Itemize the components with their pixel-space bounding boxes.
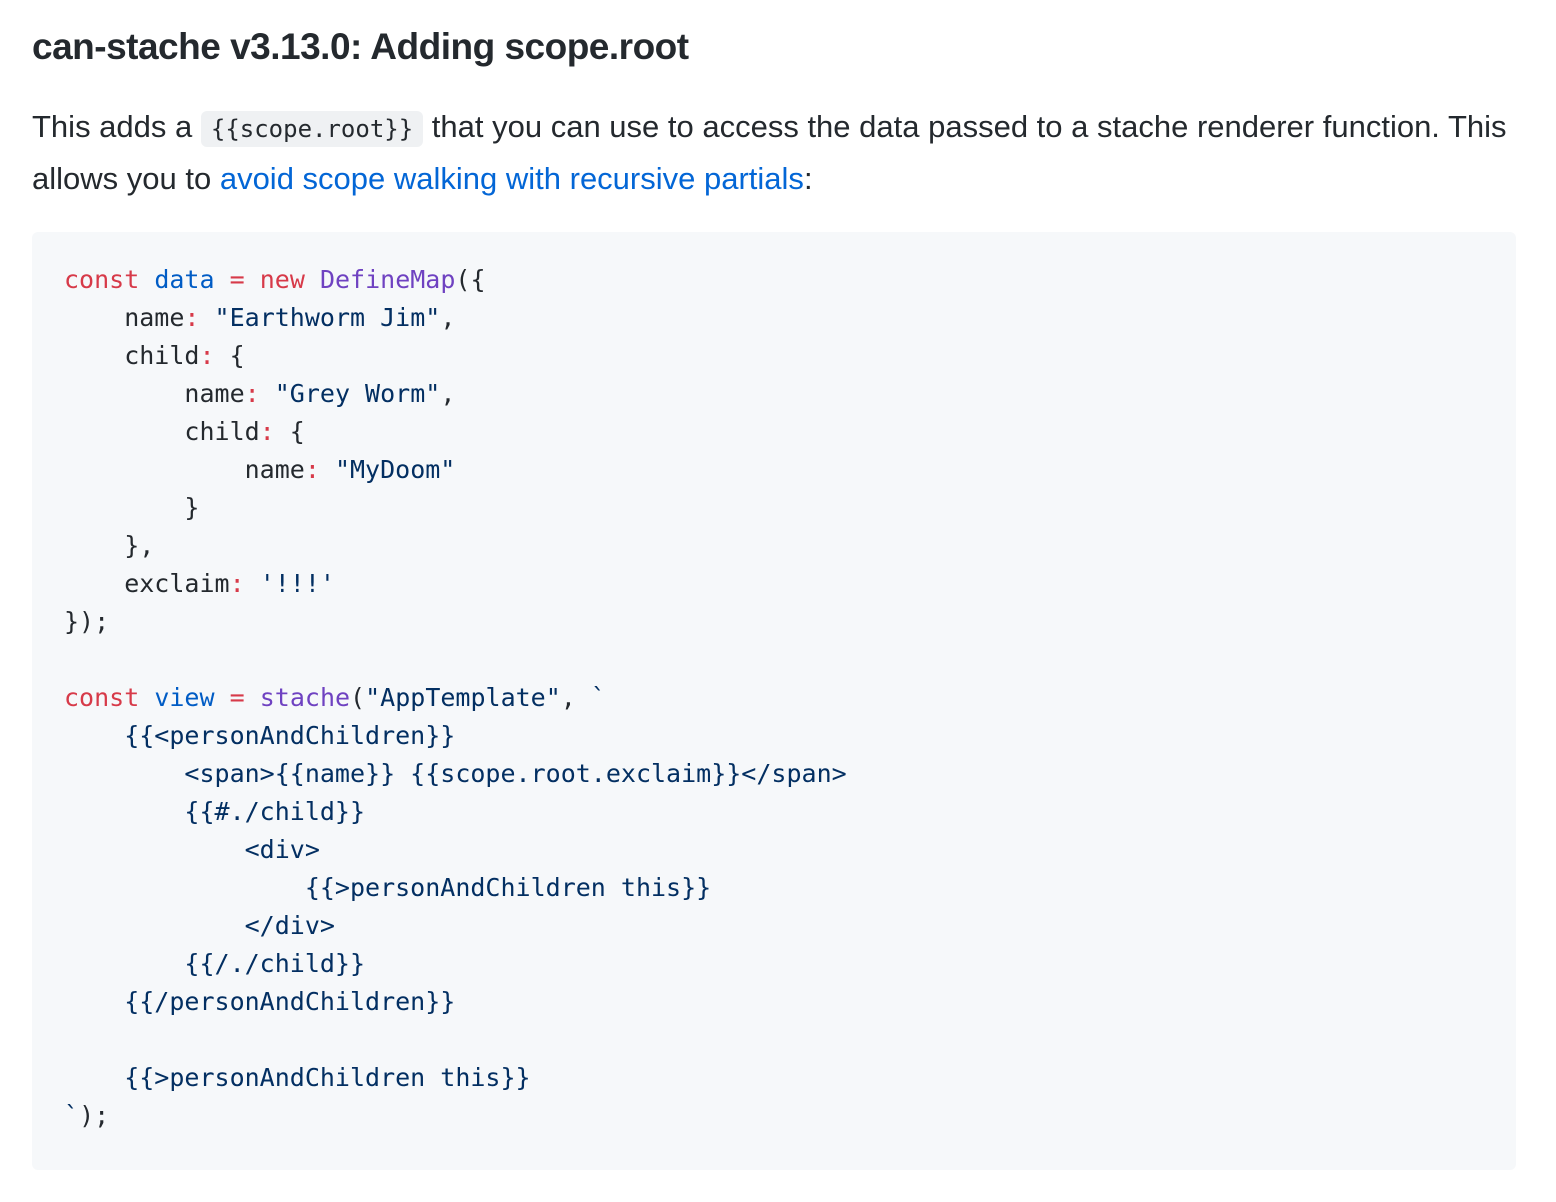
code-token: ({ (455, 265, 486, 294)
code-token: : (229, 569, 245, 598)
section-heading: can-stache v3.13.0: Adding scope.root (32, 26, 689, 67)
code-token: : (304, 455, 320, 484)
code-line: exclaim: '!!!' (64, 569, 335, 598)
code-token: stache (259, 683, 351, 712)
code-line: child: { (64, 417, 305, 446)
code-line: {{/./child}} (64, 949, 365, 978)
code-token: , (440, 379, 456, 408)
code-token: "Earthworm Jim" (214, 303, 441, 332)
code-line: </div> (64, 911, 335, 940)
code-token: {{/personAndChildren}} (64, 987, 456, 1016)
code-token (245, 569, 260, 598)
code-token (320, 455, 335, 484)
code-line: name: "Grey Worm", (64, 379, 455, 408)
code-token: new (259, 265, 305, 294)
code-token: child (64, 417, 260, 446)
code-token: } (64, 493, 200, 522)
code-token: "Grey Worm" (274, 379, 441, 408)
code-token: { (214, 341, 245, 370)
code-token (199, 303, 214, 332)
code-token: data (154, 265, 215, 294)
code-token: {{<personAndChildren}} (64, 721, 456, 750)
code-token (245, 683, 260, 712)
code-token: : (259, 417, 275, 446)
code-token: ` (64, 1101, 80, 1130)
code-token: name (64, 455, 305, 484)
code-token: : (244, 379, 260, 408)
code-token: child (64, 341, 200, 370)
inline-code-scope-root: {{scope.root}} (200, 111, 424, 147)
code-listing: const data = new DefineMap({ name: "Eart… (64, 261, 1484, 1135)
code-token: "MyDoom" (334, 455, 456, 484)
code-line: <span>{{name}} {{scope.root.exclaim}}</s… (64, 759, 847, 788)
code-line: {{#./child}} (64, 797, 365, 826)
code-token (260, 379, 275, 408)
code-token: "AppTemplate" (365, 683, 561, 712)
code-token (245, 265, 260, 294)
code-line: }, (64, 531, 154, 560)
intro-text-middle: that you can use to access the data pass… (32, 109, 1507, 196)
code-line: {{/personAndChildren}} (64, 987, 455, 1016)
code-token (139, 683, 154, 712)
intro-text-start: This adds a (32, 109, 201, 144)
code-token: : (184, 303, 200, 332)
code-token: exclaim (64, 569, 230, 598)
code-token: ` (590, 683, 606, 712)
code-token (305, 265, 320, 294)
code-line: {{<personAndChildren}} (64, 721, 455, 750)
code-token (215, 683, 230, 712)
code-token: {{/./child}} (64, 949, 366, 978)
code-token: , (560, 683, 591, 712)
code-token (215, 265, 230, 294)
code-token: name (64, 303, 185, 332)
code-token: </div> (64, 911, 335, 940)
code-line: {{>personAndChildren this}} (64, 873, 711, 902)
code-token: <div> (64, 835, 320, 864)
code-token (139, 265, 154, 294)
code-token: {{#./child}} (64, 797, 366, 826)
code-token: DefineMap (319, 265, 456, 294)
code-line: } (64, 493, 199, 522)
code-token: <span>{{name}} {{scope.root.exclaim}}</s… (64, 759, 847, 788)
intro-text-end: : (803, 161, 813, 196)
code-token: ); (79, 1101, 110, 1130)
code-token: ( (350, 683, 366, 712)
code-line: child: { (64, 341, 245, 370)
intro-paragraph: This adds a {{scope.root}} that you can … (32, 102, 1516, 204)
code-line: }); (64, 607, 109, 636)
code-line: {{>personAndChildren this}} (64, 1063, 531, 1092)
code-token: : (199, 341, 215, 370)
code-line: `); (64, 1101, 109, 1130)
code-token: = (229, 265, 245, 294)
code-line: <div> (64, 835, 320, 864)
code-token: }); (64, 607, 110, 636)
recursive-partials-link[interactable]: avoid scope walking with recursive parti… (219, 161, 804, 196)
code-token: }, (64, 531, 155, 560)
code-token: {{>personAndChildren this}} (64, 873, 712, 902)
code-line: name: "MyDoom" (64, 455, 456, 484)
code-token: const (64, 683, 140, 712)
code-token: '!!!' (259, 569, 335, 598)
code-token: = (229, 683, 245, 712)
code-token: view (154, 683, 215, 712)
code-token: const (64, 265, 140, 294)
code-token: { (274, 417, 305, 446)
code-line: const data = new DefineMap({ (64, 265, 486, 294)
code-token: name (64, 379, 245, 408)
code-line: const view = stache("AppTemplate", ` (64, 683, 606, 712)
code-token: , (440, 303, 456, 332)
code-token: {{>personAndChildren this}} (64, 1063, 531, 1092)
code-block: const data = new DefineMap({ name: "Eart… (32, 232, 1516, 1170)
code-line: name: "Earthworm Jim", (64, 303, 455, 332)
